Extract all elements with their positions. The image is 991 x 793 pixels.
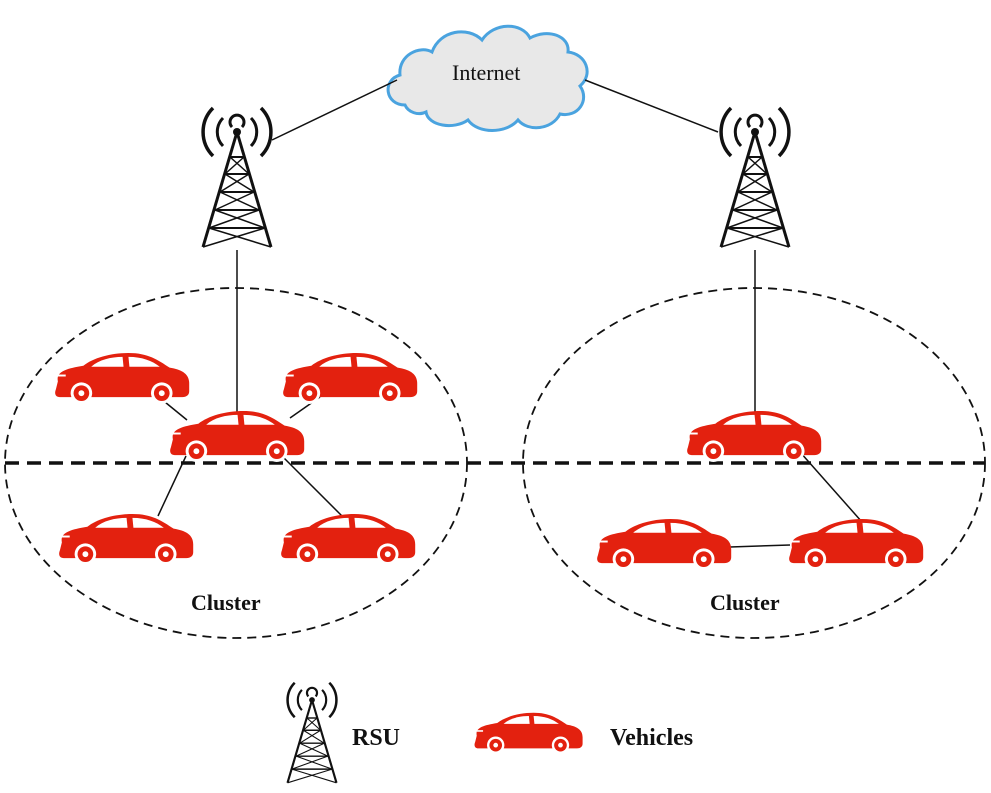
rsu-tower-left-icon	[201, 106, 273, 249]
vehicle-car-icon	[58, 512, 195, 566]
link-internet-rsu-right	[584, 79, 719, 133]
legend-rsu-label: RSU	[352, 725, 401, 751]
vehicle-car-icon	[282, 352, 419, 405]
link-v2v	[281, 455, 343, 517]
vehicle-car-icon	[596, 517, 733, 571]
legend-vehicles-label: Vehicles	[610, 725, 694, 751]
link-v2v	[729, 544, 791, 548]
vehicle-cluster-head-car-icon	[686, 410, 823, 463]
cluster-right-label: Cluster	[710, 590, 780, 615]
legend-radio-tower-icon	[286, 681, 338, 785]
vehicle-car-icon	[54, 352, 191, 405]
vehicle-car-icon	[280, 512, 417, 566]
cluster-left-label: Cluster	[191, 590, 261, 615]
vehicle-cluster-head-car-icon	[169, 410, 306, 463]
cluster-right-boundary	[522, 287, 986, 639]
internet-label: Internet	[452, 60, 521, 85]
link-internet-rsu-left	[271, 79, 398, 141]
link-v2v	[799, 451, 863, 523]
rsu-tower-right-icon	[719, 106, 791, 249]
vehicle-car-icon	[788, 517, 925, 571]
link-v2v	[157, 455, 187, 517]
internet-cloud	[386, 24, 589, 132]
cloud-icon	[386, 24, 589, 132]
legend-car-icon	[473, 711, 584, 755]
